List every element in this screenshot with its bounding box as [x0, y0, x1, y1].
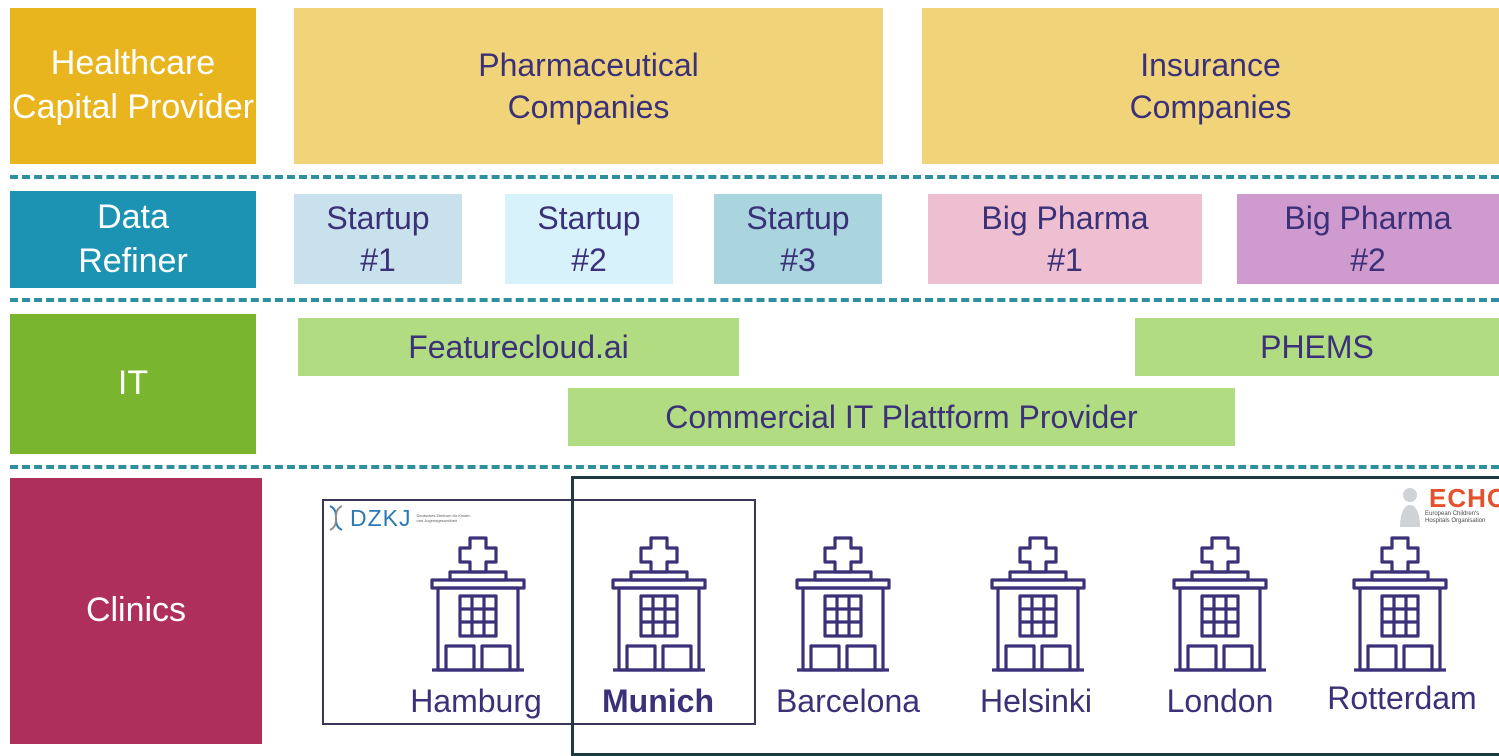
- box-commercial-it-provider-text: Commercial IT Plattform Provider: [665, 398, 1138, 435]
- box-commercial-it-provider: Commercial IT Plattform Provider: [568, 388, 1235, 446]
- city-label-barcelona: Barcelona: [775, 683, 921, 719]
- box-featurecloud: Featurecloud.ai: [298, 318, 739, 376]
- box-startup-2: Startup #2: [505, 194, 673, 284]
- city-label-munich: Munich: [602, 683, 714, 719]
- row-label-refiner-text: Data Refiner: [78, 197, 188, 280]
- city-label-rotterdam: Rotterdam: [1327, 680, 1477, 716]
- row-label-it-text: IT: [117, 364, 149, 403]
- dzkj-network-frame: [322, 499, 756, 725]
- echo-logo-subtitle: European Children's Hospitals Organisati…: [1425, 511, 1486, 525]
- row-divider-1: [10, 175, 1499, 179]
- dzkj-logo: DZKJ Deutsches Zentrum für Kinder- und J…: [327, 503, 487, 533]
- hospital-building-icon: [430, 534, 526, 674]
- box-featurecloud-text: Featurecloud.ai: [408, 328, 629, 365]
- row-divider-3: [10, 465, 1499, 469]
- row-label-clinics-text: Clinics: [85, 591, 187, 630]
- hospital-building-icon: [611, 534, 707, 674]
- box-big-pharma-2-text: Big Pharma #2: [1284, 199, 1452, 278]
- hospital-building-icon: [1172, 534, 1268, 674]
- box-big-pharma-2: Big Pharma #2: [1237, 194, 1499, 284]
- box-pharmaceutical-companies: Pharmaceutical Companies: [294, 8, 883, 164]
- row-label-it: IT: [10, 314, 256, 454]
- hospital-building-icon: [795, 534, 891, 674]
- box-phems-text: PHEMS: [1260, 328, 1374, 365]
- child-silhouette-icon: [1400, 488, 1420, 527]
- box-big-pharma-1: Big Pharma #1: [928, 194, 1202, 284]
- box-insurance-companies: Insurance Companies: [922, 8, 1499, 164]
- row-label-refiner: Data Refiner: [10, 191, 256, 288]
- box-pharmaceutical-companies-text: Pharmaceutical Companies: [478, 46, 699, 125]
- city-label-helsinki: Helsinki: [979, 683, 1093, 719]
- row-label-capital-text: Healthcare Capital Provider: [12, 44, 254, 126]
- box-startup-2-text: Startup #2: [537, 199, 641, 278]
- hospital-building-icon: [990, 534, 1086, 674]
- row-label-capital: Healthcare Capital Provider: [10, 8, 256, 164]
- box-startup-3: Startup #3: [714, 194, 882, 284]
- box-startup-3-text: Startup #3: [746, 199, 850, 278]
- box-startup-1-text: Startup #1: [326, 199, 430, 278]
- box-phems: PHEMS: [1135, 318, 1499, 376]
- dna-helix-icon: [329, 505, 343, 531]
- echo-logo-name: ECHO: [1429, 483, 1499, 513]
- row-divider-2: [10, 298, 1499, 302]
- city-label-london: London: [1166, 683, 1274, 719]
- dzkj-logo-name: DZKJ: [350, 504, 412, 531]
- echo-logo: ECHO European Children's Hospitals Organ…: [1395, 483, 1499, 527]
- box-big-pharma-1-text: Big Pharma #1: [981, 199, 1149, 278]
- dzkj-logo-subtitle: Deutsches Zentrum für Kinder- und Jugend…: [416, 512, 472, 523]
- city-label-hamburg: Hamburg: [410, 683, 542, 719]
- row-label-clinics: Clinics: [10, 478, 262, 744]
- box-insurance-companies-text: Insurance Companies: [1129, 46, 1292, 125]
- box-startup-1: Startup #1: [294, 194, 462, 284]
- hospital-building-icon: [1352, 534, 1448, 674]
